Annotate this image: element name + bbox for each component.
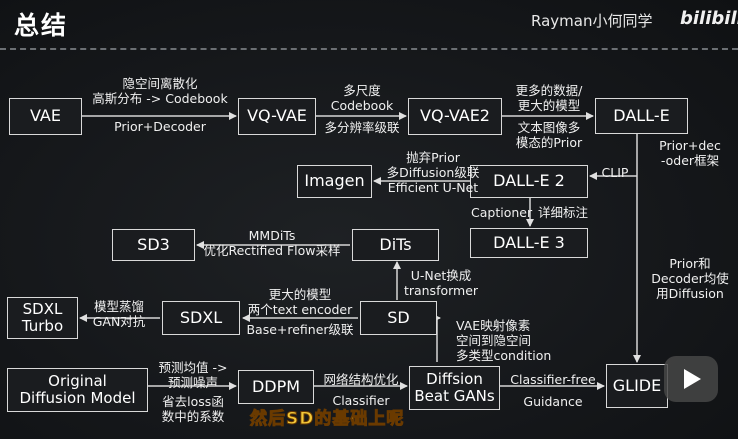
edge-beatgans-sd	[433, 314, 441, 362]
label-vqvae-vqvae2-top: 多尺度 Codebook	[330, 83, 394, 113]
label-beatgans-sd: VAE映射像素 空间到隐空间 多类型condition	[456, 318, 552, 363]
node-vae: VAE	[9, 98, 82, 135]
label-glide-prior: Prior和 Decoder均使 用Diffusion	[651, 256, 729, 301]
node-dall-e: DALL-E	[595, 98, 688, 134]
play-icon	[684, 369, 701, 389]
label-captioner: Captioner	[471, 205, 533, 220]
label-vqvae2-dalle-top: 更多的数据/ 更大的模型	[515, 83, 583, 113]
label-ddpm-beatgans-bottom: Classifier	[332, 393, 390, 408]
label-captioner-note: 详细标注	[538, 205, 589, 220]
node-dall-e-3: DALL-E 3	[470, 228, 588, 258]
header-divider	[0, 48, 738, 50]
play-button[interactable]	[664, 356, 718, 402]
label-vae-vqvae-bottom: Prior+Decoder	[114, 119, 206, 134]
node-imagen: Imagen	[297, 165, 372, 198]
slide-title: 总结	[14, 11, 69, 40]
node-glide: GLIDE	[606, 364, 668, 408]
node-vq-vae: VQ-VAE	[238, 98, 316, 135]
node-beat-gans: Diffsion Beat GANs	[409, 366, 500, 410]
node-sd3: SD3	[112, 229, 195, 261]
label-original-ddpm-bottom: 省去loss函 数中的系数	[161, 394, 225, 424]
label-dits-sd3: MMDiTs 优化Rectified Flow采样	[203, 228, 341, 258]
label-ddpm-beatgans-top: 网络结构优化	[323, 372, 399, 387]
label-clip: CLIP	[601, 165, 629, 180]
node-sdxl-turbo: SDXL Turbo	[7, 297, 78, 339]
label-sd-dits: U-Net换成 transformer	[403, 268, 479, 298]
label-sd-sdxl-top: 更大的模型 两个text encoder	[247, 287, 353, 317]
channel-name: Rayman小何同学	[531, 12, 653, 30]
label-beatgans-glide-bottom: Guidance	[523, 394, 583, 409]
node-dits: DiTs	[352, 229, 439, 261]
node-original-diffusion-model: Original Diffusion Model	[7, 368, 148, 412]
node-sdxl: SDXL	[162, 301, 240, 335]
label-vae-vqvae-top: 隐空间离散化 高斯分布 -> Codebook	[92, 76, 228, 106]
label-beatgans-glide-top: Classifier-free	[510, 372, 596, 387]
node-vq-vae2: VQ-VAE2	[408, 98, 502, 135]
label-vqvae-vqvae2-bottom: 多分辨率级联	[324, 120, 400, 135]
label-sd-sdxl-bottom: Base+refiner级联	[246, 322, 354, 337]
node-sd: SD	[360, 301, 437, 335]
label-original-ddpm-top: 预测均值 -> 预测噪声	[158, 360, 228, 390]
label-dalle2-imagen: 抛弃Prior 多Diffusion级联 Efficient U-Net	[386, 150, 480, 195]
video-subtitle: 然后SD的基础上呢	[249, 409, 405, 430]
label-dalle-glide: Prior+dec -oder框架	[659, 138, 721, 168]
node-ddpm: DDPM	[238, 370, 314, 404]
label-vqvae2-dalle-bottom: 文本图像多 模态的Prior	[515, 120, 583, 150]
label-sdxl-turbo: 模型蒸馏 GAN对抗	[92, 299, 146, 329]
node-dall-e-2: DALL-E 2	[470, 165, 588, 198]
bilibili-logo: bilibili	[680, 8, 738, 29]
